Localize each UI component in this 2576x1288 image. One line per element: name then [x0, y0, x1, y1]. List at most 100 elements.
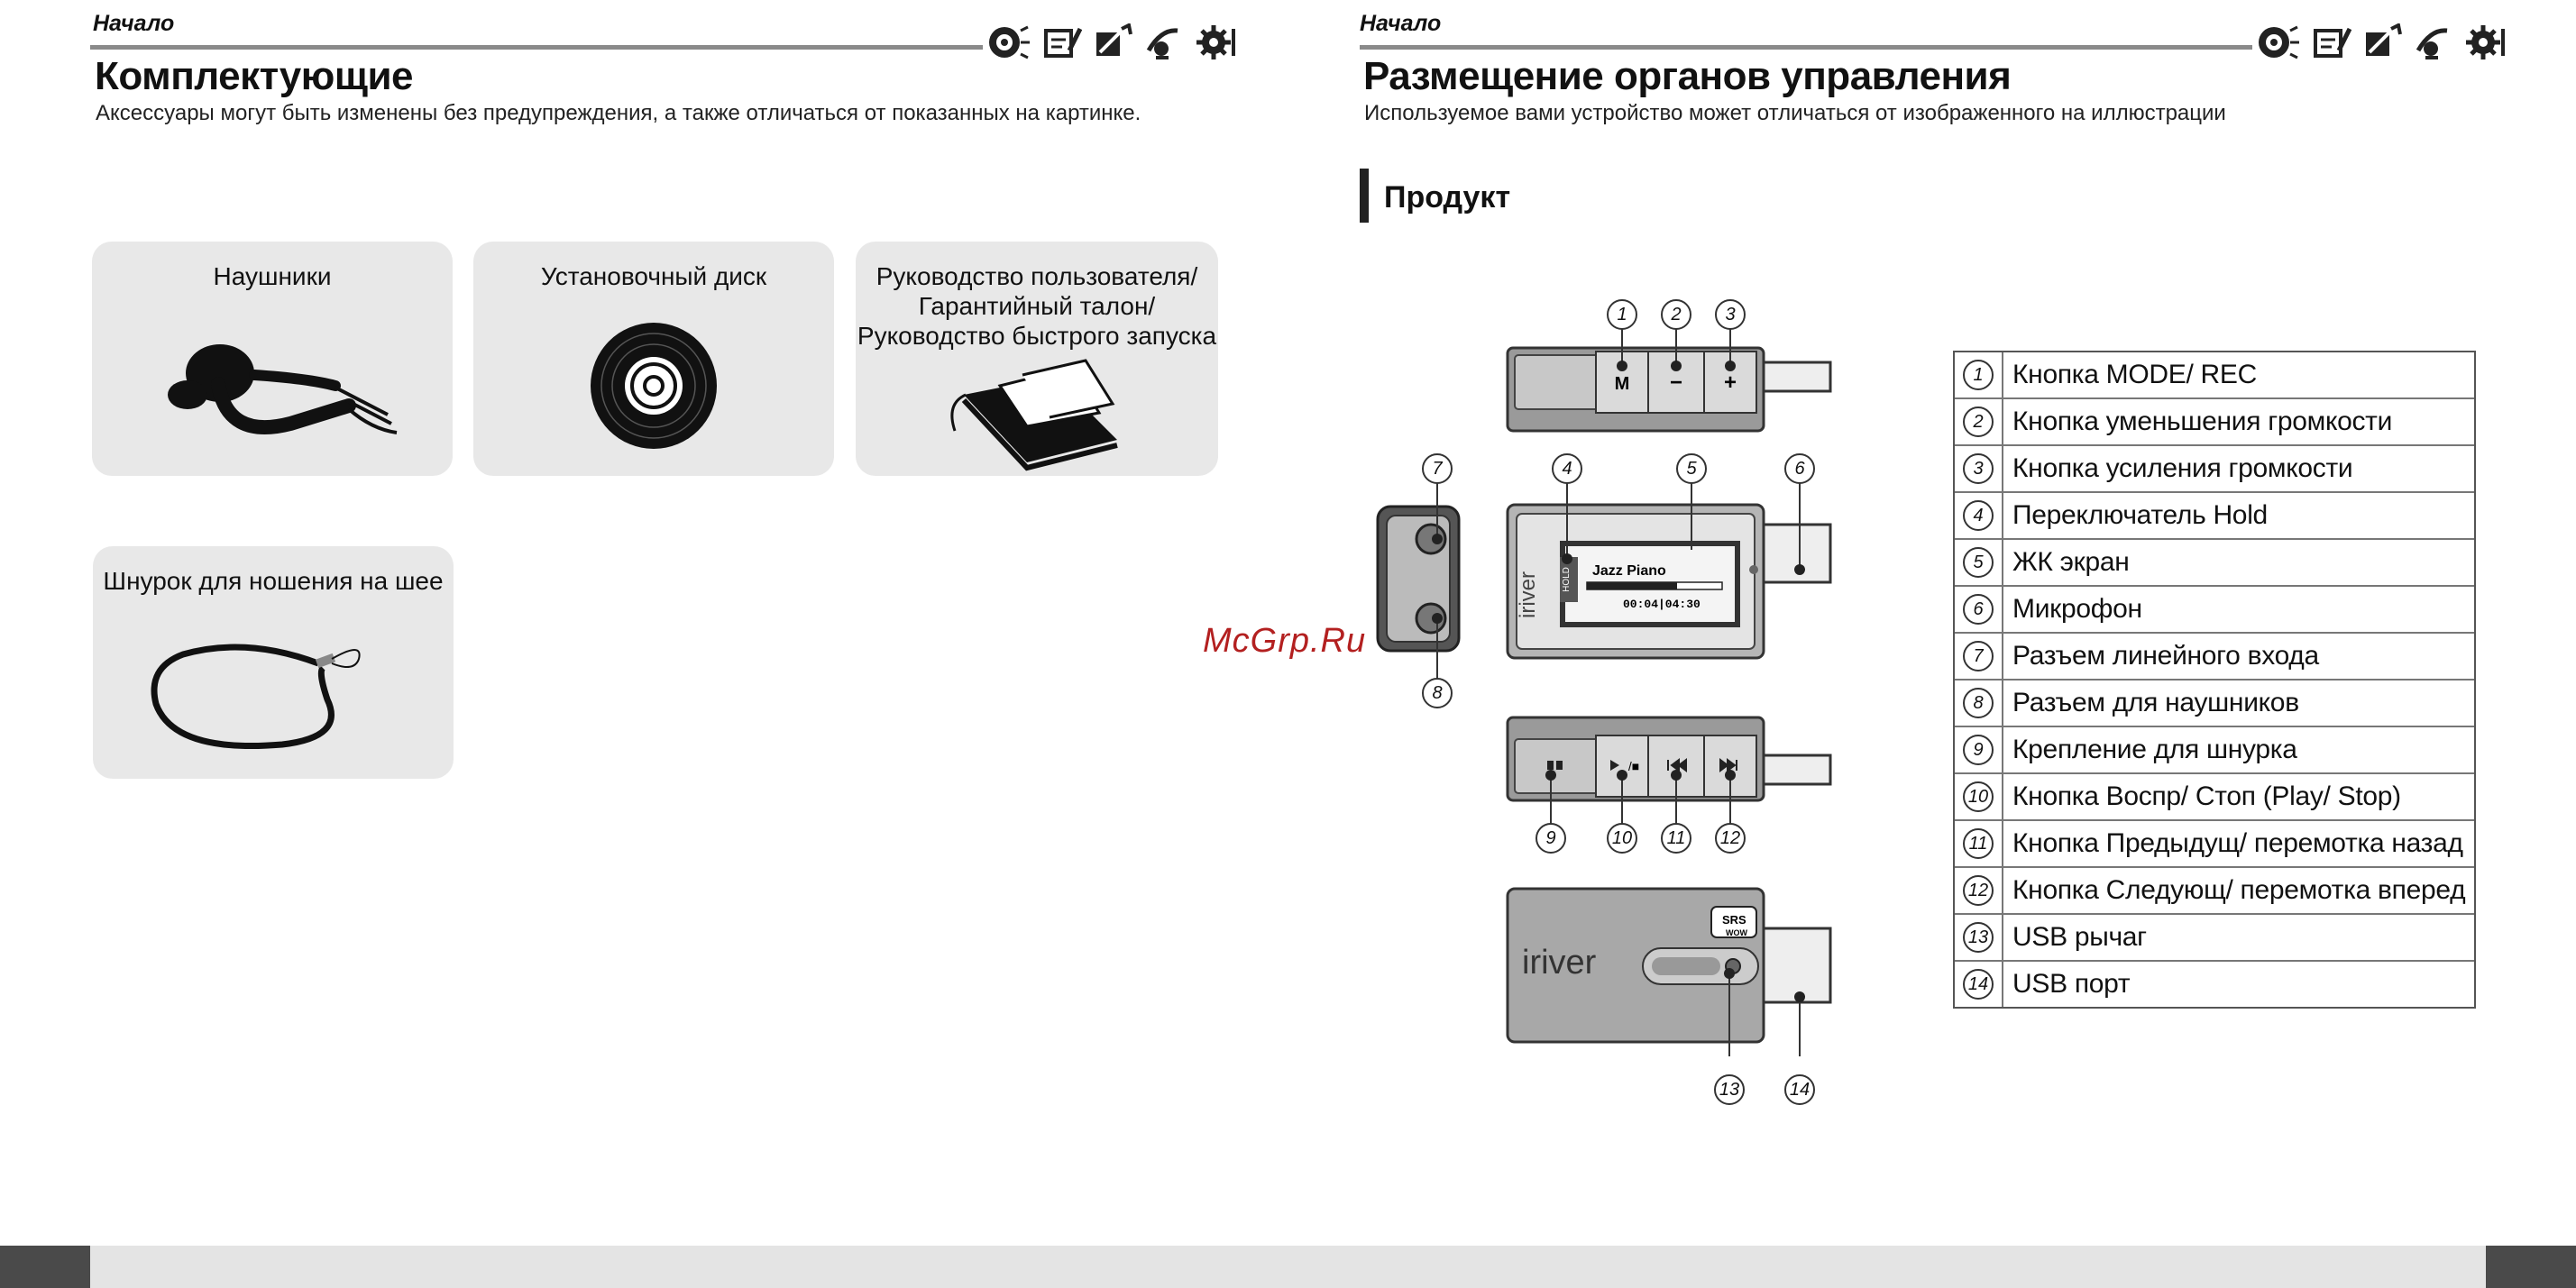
- callout-6: 6: [1784, 453, 1815, 484]
- legend-text: ЖК экран: [2012, 547, 2130, 577]
- legend-text: Переключатель Hold: [2012, 500, 2268, 530]
- legend-number-cell: 5: [1955, 540, 2003, 585]
- legend-number-cell: 13: [1955, 915, 2003, 960]
- product-section-bar: [1360, 169, 1369, 223]
- tools-icon: [1096, 23, 1132, 56]
- legend-number-cell: 1: [1955, 352, 2003, 397]
- page-subtitle: Аксессуары могут быть изменены без преду…: [96, 101, 1141, 125]
- device-side-view: [1376, 469, 1461, 685]
- legend-row: 11 Кнопка Предыдущ/ перемотка назад: [1955, 821, 2474, 868]
- svg-text:/■: /■: [1628, 759, 1639, 773]
- callout-8: 8: [1422, 678, 1453, 708]
- callout-4: 4: [1552, 453, 1582, 484]
- device-diagram: M − + HOLD Jazz Piano 00:04|04:30 iriver: [1376, 315, 1832, 1056]
- accessory-card-cd: Установочный диск: [473, 242, 834, 476]
- screen-time: 00:04|04:30: [1623, 598, 1701, 611]
- legend-number: 1: [1963, 360, 1994, 390]
- callout-9: 9: [1536, 823, 1566, 854]
- legend-text: Кнопка MODE/ REC: [2012, 360, 2257, 389]
- speaker-icon: [989, 25, 1030, 59]
- satellite-icon: [1146, 28, 1178, 59]
- legend-number-cell: 2: [1955, 399, 2003, 444]
- watermark: McGrp.Ru: [1203, 622, 1367, 660]
- legend-number: 7: [1963, 641, 1994, 671]
- product-section-title: Продукт: [1384, 180, 1511, 215]
- legend-text: USB рычаг: [2012, 922, 2147, 952]
- legend-number-cell: 14: [1955, 962, 2003, 1007]
- device-top-view: M − +: [1506, 315, 1832, 433]
- device-bottom-view: /■: [1506, 716, 1832, 838]
- accessory-label: Установочный диск: [540, 262, 767, 290]
- legend-text: Кнопка Следующ/ перемотка вперед: [2012, 875, 2466, 905]
- manual-book-icon: [950, 359, 1118, 471]
- callout-13: 13: [1714, 1074, 1745, 1105]
- callout-11: 11: [1661, 823, 1691, 854]
- callout-10: 10: [1607, 823, 1637, 854]
- device-back-view: iriver SRS WOW: [1506, 887, 1832, 1056]
- legend-number-cell: 7: [1955, 634, 2003, 679]
- page-title: Комплектующие: [95, 54, 413, 98]
- wow-logo: WOW: [1726, 928, 1747, 937]
- legend-text: Микрофон: [2012, 594, 2142, 624]
- accessory-label: Руководство пользователя/ Гарантийный та…: [857, 262, 1217, 350]
- legend-row: 8 Разъем для наушников: [1955, 681, 2474, 727]
- legend-number: 2: [1963, 406, 1994, 437]
- legend-row: 6 Микрофон: [1955, 587, 2474, 634]
- legend-number-cell: 6: [1955, 587, 2003, 632]
- header-icons: [985, 23, 1241, 61]
- earphones-icon: [168, 344, 398, 434]
- speaker-icon: [2259, 25, 2299, 59]
- legend-number: 14: [1963, 969, 1994, 1000]
- legend-number: 12: [1963, 875, 1994, 906]
- legend-row: 13 USB рычаг: [1955, 915, 2474, 962]
- legend-text: Кнопка Предыдущ/ перемотка назад: [2012, 828, 2463, 858]
- accessory-label: Шнурок для ношения на шее: [103, 567, 444, 595]
- legend-number-cell: 10: [1955, 774, 2003, 819]
- legend-text: Разъем линейного входа: [2012, 641, 2319, 671]
- page-subtitle: Используемое вами устройство может отлич…: [1364, 101, 2226, 125]
- accessory-card-lanyard: Шнурок для ношения на шее: [93, 546, 454, 779]
- header-rule: [1360, 45, 2252, 50]
- section-label: Начало: [1360, 11, 1442, 36]
- legend-number-cell: 8: [1955, 681, 2003, 726]
- left-page: Начало Комплектующие Аксессуары могут бы…: [90, 11, 1241, 779]
- cd-icon: [591, 323, 717, 449]
- right-page: Начало Размещение органов управления Исп…: [1288, 0, 2575, 1288]
- legend-text: Разъем для наушников: [2012, 688, 2299, 717]
- accessory-label: Наушники: [213, 262, 332, 290]
- legend-number-cell: 9: [1955, 727, 2003, 772]
- legend-number: 3: [1963, 453, 1994, 484]
- legend-row: 4 Переключатель Hold: [1955, 493, 2474, 540]
- callout-5: 5: [1676, 453, 1707, 484]
- legend-number: 6: [1963, 594, 1994, 625]
- callout-2: 2: [1661, 299, 1691, 330]
- footer-tab-right: [2486, 1246, 2576, 1288]
- callout-14: 14: [1784, 1074, 1815, 1105]
- legend-row: 10 Кнопка Воспр/ Стоп (Play/ Stop): [1955, 774, 2474, 821]
- callout-3: 3: [1715, 299, 1746, 330]
- brand-logo-small: iriver: [1516, 571, 1540, 618]
- legend-number-cell: 11: [1955, 821, 2003, 866]
- note-icon: [2314, 27, 2351, 58]
- srs-logo: SRS: [1722, 913, 1746, 927]
- legend-number: 11: [1963, 828, 1994, 859]
- header-rule: [90, 45, 983, 50]
- footer-bar: [0, 1246, 2576, 1288]
- mode-button-label: M: [1615, 374, 1630, 394]
- legend-row: 7 Разъем линейного входа: [1955, 634, 2474, 681]
- footer-tab-left: [0, 1246, 90, 1288]
- tools-icon: [2366, 23, 2402, 56]
- note-icon: [1044, 27, 1082, 58]
- callout-7: 7: [1422, 453, 1453, 484]
- lanyard-icon: [151, 644, 361, 750]
- section-label: Начало: [93, 11, 175, 36]
- legend-number-cell: 4: [1955, 493, 2003, 538]
- legend-row: 1 Кнопка MODE/ REC: [1955, 352, 2474, 399]
- legend-number: 4: [1963, 500, 1994, 531]
- legend-number: 9: [1963, 735, 1994, 765]
- legend-text: Кнопка Воспр/ Стоп (Play/ Stop): [2012, 781, 2401, 811]
